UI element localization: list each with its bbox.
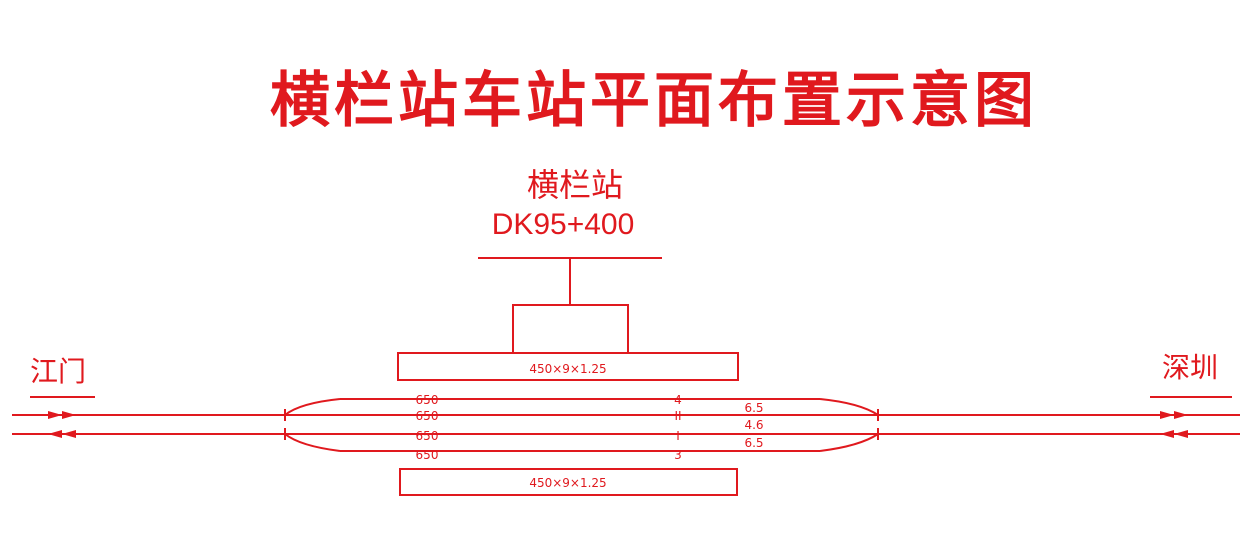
turnout-left-upper [284,398,341,416]
track-length: 650 [416,393,439,407]
track-length: 650 [416,429,439,443]
track-spacing: 4.6 [744,418,763,432]
track-number: II [674,409,681,423]
upper-platform-label: 450×9×1.25 [529,362,606,376]
track-spacing: 6.5 [744,436,763,450]
turnout-right-lower [819,433,879,452]
track-length: 650 [416,409,439,423]
upper-platform [397,352,739,381]
arrow-right-icon [1160,411,1174,419]
arrow-left-icon [1160,430,1174,438]
arrow-right-icon [62,411,76,419]
diagram-title: 横栏站车站平面布置示意图 [270,66,1038,136]
track-spacing: 6.5 [744,401,763,415]
endpoint-left-label: 江门 [30,355,87,388]
arrow-left-icon [62,430,76,438]
endpoint-right-label: 深圳 [1162,351,1219,384]
station-mileage: DK95+400 [491,208,635,241]
arrow-left-icon [48,430,62,438]
track-number: 4 [674,393,682,407]
track-number: 3 [674,448,682,462]
station-name: 横栏站 [526,166,623,204]
direction-arrows [48,411,1188,438]
turnout-right-upper [819,398,879,416]
turnout-left-lower [284,433,341,452]
track-number: I [676,429,680,443]
center-marks [556,398,588,452]
track-length: 650 [416,448,439,462]
station-building [512,304,629,353]
arrow-right-icon [48,411,62,419]
arrow-left-icon [1174,430,1188,438]
lower-platform-label: 450×9×1.25 [529,476,606,490]
lower-platform [399,468,738,496]
arrow-right-icon [1174,411,1188,419]
